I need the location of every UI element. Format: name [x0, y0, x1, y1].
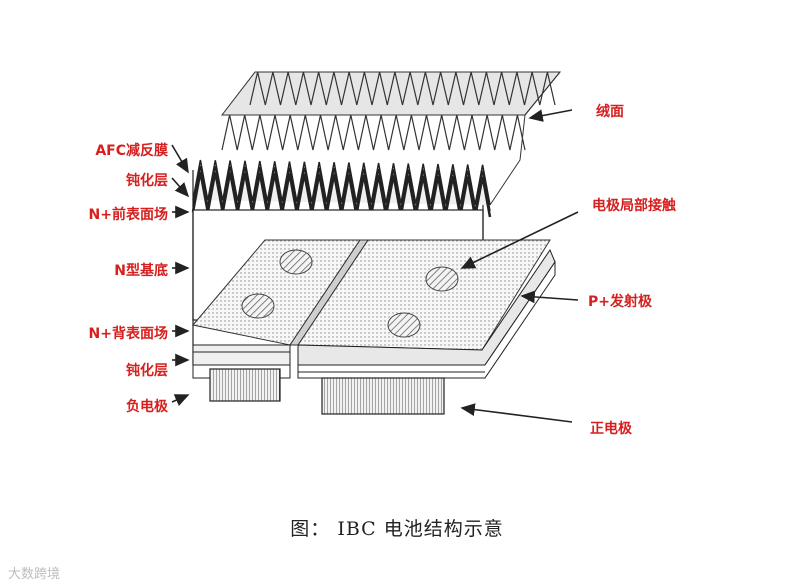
label-local-contact: 电极局部接触 [592, 195, 676, 215]
arrow [172, 395, 188, 402]
pyramid-back-plane [222, 72, 560, 115]
pyramid-ridge-mid [222, 115, 525, 150]
label-negative-electrode: 负电极 [48, 396, 168, 416]
contact-circle [242, 294, 274, 318]
arrow [172, 178, 188, 196]
textured-surface-layer [193, 72, 560, 217]
label-n-front-field: N+前表面场 [48, 204, 168, 224]
contact-circle [280, 250, 312, 274]
label-p-emitter: P+发射极 [588, 291, 652, 311]
label-passivation-bottom: 钝化层 [48, 360, 168, 380]
passivation-bottom-layer [193, 345, 290, 365]
label-passivation-top: 钝化层 [48, 170, 168, 190]
positive-electrode [322, 378, 444, 414]
label-n-back-field: N+背表面场 [48, 323, 168, 343]
arrow [462, 408, 572, 422]
negative-electrode [210, 369, 280, 401]
label-positive-electrode: 正电极 [590, 418, 632, 438]
watermark: 大数跨境 [8, 563, 60, 582]
arrow [172, 145, 188, 172]
figure-caption: 图： IBC 电池结构示意 [0, 514, 794, 541]
pyramid-ridge-front [193, 160, 490, 205]
contact-circle [388, 313, 420, 337]
arrow [530, 110, 572, 118]
label-afc: AFC减反膜 [48, 140, 168, 160]
left-arrows [172, 145, 188, 402]
label-textured-surface: 绒面 [596, 101, 624, 121]
label-n-substrate: N型基底 [48, 260, 168, 280]
contact-circle [426, 267, 458, 291]
